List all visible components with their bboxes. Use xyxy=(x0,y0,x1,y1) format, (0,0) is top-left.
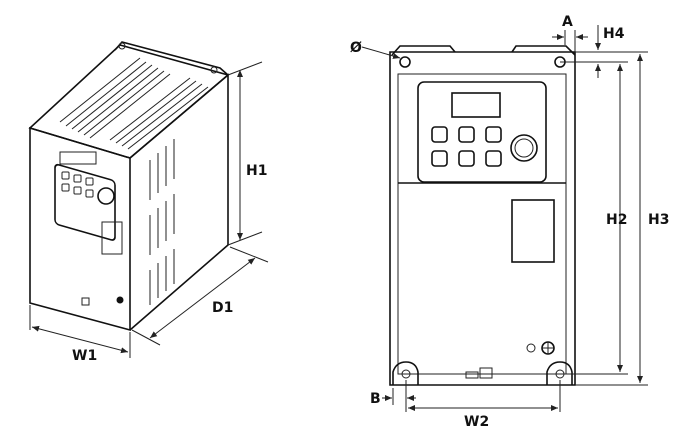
label-h1: H1 xyxy=(246,163,267,179)
label-w1: W1 xyxy=(72,348,97,364)
label-a: A xyxy=(562,14,573,30)
iso-terminal-window xyxy=(101,221,123,255)
label-d1: D1 xyxy=(212,300,233,316)
label-h3: H3 xyxy=(648,212,669,228)
front-display xyxy=(451,92,501,118)
label-h2: H2 xyxy=(606,212,627,228)
bottom-left-hole xyxy=(401,369,411,379)
top-left-mount-hole xyxy=(399,56,411,68)
iso-keypad-buttons xyxy=(61,171,94,198)
front-inner-frame xyxy=(397,73,567,375)
iso-tab-hole-right xyxy=(210,66,218,74)
front-keypad-panel xyxy=(417,81,547,183)
iso-tab-hole-left xyxy=(118,42,126,50)
iso-view: W1 D1 H1 xyxy=(28,41,269,364)
label-w2: W2 xyxy=(464,414,489,430)
iso-keypad-panel xyxy=(54,163,116,241)
bottom-left-mount-slot xyxy=(392,361,419,385)
front-terminal-window xyxy=(511,199,555,263)
front-keypad-buttons xyxy=(431,126,502,167)
bottom-right-mount-slot xyxy=(546,361,573,385)
iso-display xyxy=(59,151,97,165)
label-b: B xyxy=(370,391,381,407)
d1-dimension-line xyxy=(149,257,256,339)
iso-dial xyxy=(97,187,115,205)
front-dial-inner xyxy=(514,138,534,158)
label-h4: H4 xyxy=(603,26,625,42)
front-top-tab xyxy=(391,45,576,56)
front-dial xyxy=(510,134,538,162)
ground-symbol xyxy=(526,343,536,353)
front-bottom-tag xyxy=(465,371,479,379)
iso-top-vents xyxy=(59,57,209,150)
label-diameter: Ø xyxy=(350,40,362,56)
iso-bottom-label xyxy=(81,297,90,306)
front-view: Ø A H4 H2 H3 B W2 xyxy=(350,14,669,430)
w1-dimension-line xyxy=(31,325,129,354)
iso-side-vents xyxy=(149,139,175,305)
front-bottom-label xyxy=(479,367,493,379)
iso-screw xyxy=(116,296,124,304)
diameter-leader xyxy=(361,46,401,59)
